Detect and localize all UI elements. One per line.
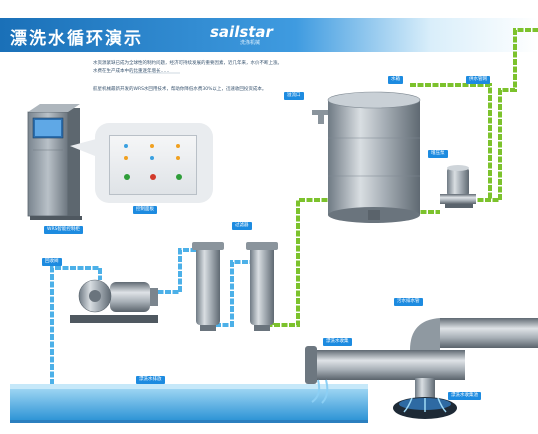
indicator-light bbox=[176, 156, 180, 160]
indicator-light bbox=[124, 144, 128, 148]
logo-subtext: 洗涤机械 bbox=[240, 40, 261, 46]
panel-pointer bbox=[70, 138, 100, 158]
logo-text: sailstar bbox=[210, 23, 273, 41]
indicator-light bbox=[176, 144, 180, 148]
label-rinse-collect: 漂洗水收集 bbox=[323, 338, 352, 346]
control-panel-face bbox=[109, 135, 197, 195]
description-line-1: 水资源紧缺已成为全球性的制约问题，经济可持续发展的重要因素，近几年来，水价不断上… bbox=[93, 61, 282, 66]
water-tank bbox=[312, 91, 421, 223]
label-filter: 过滤器 bbox=[232, 222, 252, 230]
header-bar: 漂洗水循环演示 bbox=[0, 18, 538, 52]
label-control-cabinet: WRS智能控制柜 bbox=[44, 226, 83, 234]
description-line-2: 水费在生产成本中的比重逐年增长…… bbox=[93, 69, 170, 74]
filter-right bbox=[246, 242, 278, 331]
control-panel bbox=[95, 123, 213, 203]
label-rinse-drain: 漂洗水排放 bbox=[136, 376, 165, 384]
indicator-light bbox=[150, 144, 154, 148]
brand-logo: sailstar 洗涤机械 bbox=[206, 23, 276, 47]
label-overflow: 溢流口 bbox=[284, 92, 304, 100]
drain-pipe bbox=[305, 318, 538, 419]
label-booster-pump: 增压泵 bbox=[428, 150, 448, 158]
filter-left bbox=[192, 242, 224, 331]
rinse-pool bbox=[10, 384, 368, 423]
control-cabinet bbox=[27, 104, 82, 220]
stop-button[interactable] bbox=[150, 174, 156, 180]
start-button[interactable] bbox=[124, 174, 130, 180]
booster-pump bbox=[440, 165, 476, 208]
transfer-pump bbox=[70, 279, 158, 323]
label-drain-pipe: 污水排水管 bbox=[394, 298, 423, 306]
label-water-tank: 水箱 bbox=[388, 76, 403, 84]
run-button[interactable] bbox=[176, 174, 182, 180]
label-control-panel: 控制面板 bbox=[133, 206, 157, 214]
indicator-light bbox=[124, 156, 128, 160]
label-rinse-water-tank: 漂洗水收集池 bbox=[448, 392, 481, 400]
blue-pipe bbox=[50, 248, 250, 385]
description-line-3: 航星机械最新开发的WRS水回用技术，帮助你降低水费30%以上，迅速收回投资成本。 bbox=[93, 87, 267, 92]
label-return-water: 回收阀 bbox=[42, 258, 62, 266]
indicator-light bbox=[150, 156, 154, 160]
label-supply-water: 供水管网 bbox=[466, 76, 490, 84]
page-title: 漂洗水循环演示 bbox=[10, 29, 143, 49]
